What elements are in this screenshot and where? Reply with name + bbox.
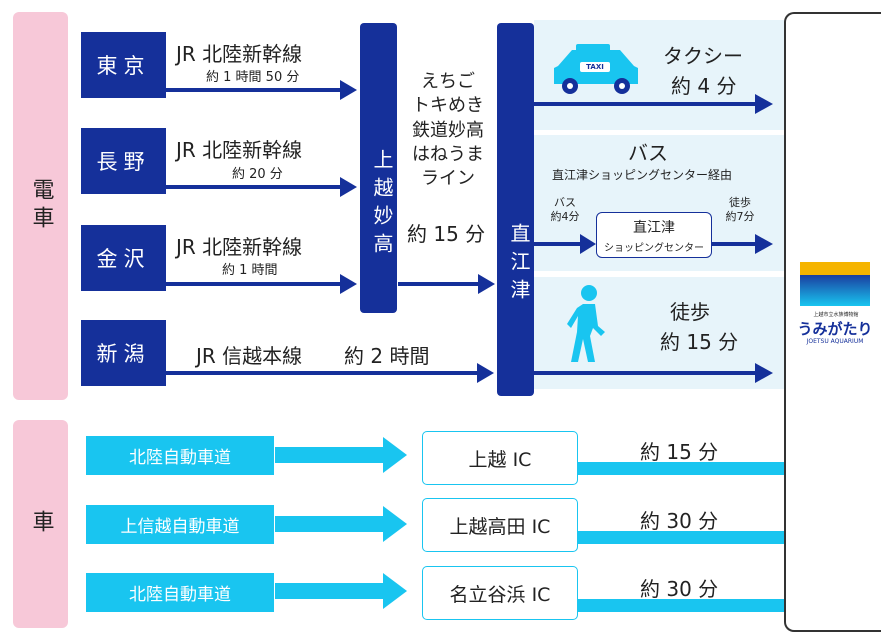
- car-category-label: 車: [13, 420, 68, 628]
- arrow-walk: [534, 371, 756, 375]
- echigo-line-time: 約 15 分: [407, 222, 486, 246]
- arrow-echigo-head: [478, 274, 495, 294]
- bus-stop-sub: ショッピングセンター: [604, 243, 704, 254]
- line-label-nagano: JR 北陸新幹線: [176, 138, 303, 162]
- train-category-label: 電車: [13, 12, 68, 400]
- car-arrow-2: [275, 516, 387, 532]
- origin-nagano: 長野: [81, 128, 166, 194]
- arrow-nagano: [166, 185, 341, 189]
- car-time-2: 約 30 分: [640, 509, 719, 533]
- line-label-tokyo: JR 北陸新幹線: [176, 42, 303, 66]
- bus-leg-time: バス 約4分: [550, 196, 580, 224]
- station-naoetsu: 直江津: [497, 23, 534, 396]
- echigo-line-name: えちご トキめき 鉄道妙高 はねうま ライン: [412, 71, 484, 190]
- car-arrow-1-head: [383, 437, 407, 473]
- arrow-tokyo: [166, 88, 341, 92]
- arrow-bus-head: [580, 234, 596, 254]
- car-arrow-2-head: [383, 506, 407, 542]
- ic-bar-3: [576, 599, 784, 612]
- aquarium-name: うみがたり: [797, 320, 873, 338]
- arrow-walk-head: [755, 363, 773, 383]
- bus-stop-name: 直江津: [633, 220, 675, 236]
- taxi-sign: TAXI: [586, 63, 604, 71]
- aquarium-small-name: 上越市立水族博物館: [813, 312, 859, 318]
- car-arrow-1: [275, 447, 387, 463]
- arrow-bus: [534, 242, 582, 246]
- arrow-bus-walk: [712, 242, 756, 246]
- car-arrow-3: [275, 583, 387, 599]
- arrow-niigata-head: [477, 363, 494, 383]
- walking-person-icon: [567, 285, 605, 362]
- ic-nadachi-hamaya: 名立谷浜 IC: [422, 566, 578, 620]
- ic-bar-2: [576, 531, 784, 544]
- car-arrow-3-head: [383, 573, 407, 609]
- taxi-icon: [554, 44, 638, 94]
- aquarium-logo-icon: [800, 262, 870, 306]
- arrow-nagano-head: [340, 177, 357, 197]
- destination-panel: [784, 12, 881, 632]
- arrow-taxi-head: [755, 94, 773, 114]
- origin-kanazawa: 金沢: [81, 225, 166, 291]
- bus-label: バス: [628, 141, 668, 165]
- road-hokuriku-1: 北陸自動車道: [86, 436, 274, 475]
- bus-walk-leg-time: 徒歩 約7分: [725, 196, 755, 224]
- time-label-tokyo: 約 1 時間 50 分: [206, 70, 300, 85]
- bus-stop-box: 直江津 ショッピングセンター: [596, 212, 712, 258]
- arrow-tokyo-head: [340, 80, 357, 100]
- arrow-kanazawa-head: [340, 274, 357, 294]
- ic-joetsu-takada: 上越高田 IC: [422, 498, 578, 552]
- aquarium-sub-name: JOETSU AQUARIUM: [806, 338, 864, 345]
- car-time-1: 約 15 分: [640, 440, 719, 464]
- line-label-niigata: JR 信越本線: [196, 344, 303, 368]
- origin-tokyo: 東京: [81, 32, 166, 98]
- taxi-label: タクシー: [663, 44, 743, 68]
- time-label-niigata: 約 2 時間: [344, 344, 430, 368]
- arrow-bus-walk-head: [755, 234, 773, 254]
- origin-niigata: 新潟: [81, 320, 166, 386]
- ic-joetsu: 上越 IC: [422, 431, 578, 485]
- arrow-taxi: [534, 102, 756, 106]
- line-label-kanazawa: JR 北陸新幹線: [176, 235, 303, 259]
- ic-bar-1: [576, 462, 784, 475]
- walk-time: 約 15 分: [660, 330, 739, 354]
- walk-panel: [534, 277, 784, 389]
- station-joetsu-myoko: 上越妙高: [360, 23, 397, 313]
- arrow-echigo-line: [398, 282, 480, 286]
- arrow-niigata: [166, 371, 478, 375]
- bus-via: 直江津ショッピングセンター経由: [552, 168, 733, 182]
- time-label-nagano: 約 20 分: [232, 167, 283, 182]
- arrow-kanazawa: [166, 282, 341, 286]
- walk-label: 徒歩: [670, 300, 710, 324]
- car-time-3: 約 30 分: [640, 577, 719, 601]
- time-label-kanazawa: 約 1 時間: [222, 263, 278, 278]
- taxi-time: 約 4 分: [671, 74, 737, 98]
- road-hokuriku-2: 北陸自動車道: [86, 573, 274, 612]
- road-joshinetsu: 上信越自動車道: [86, 505, 274, 544]
